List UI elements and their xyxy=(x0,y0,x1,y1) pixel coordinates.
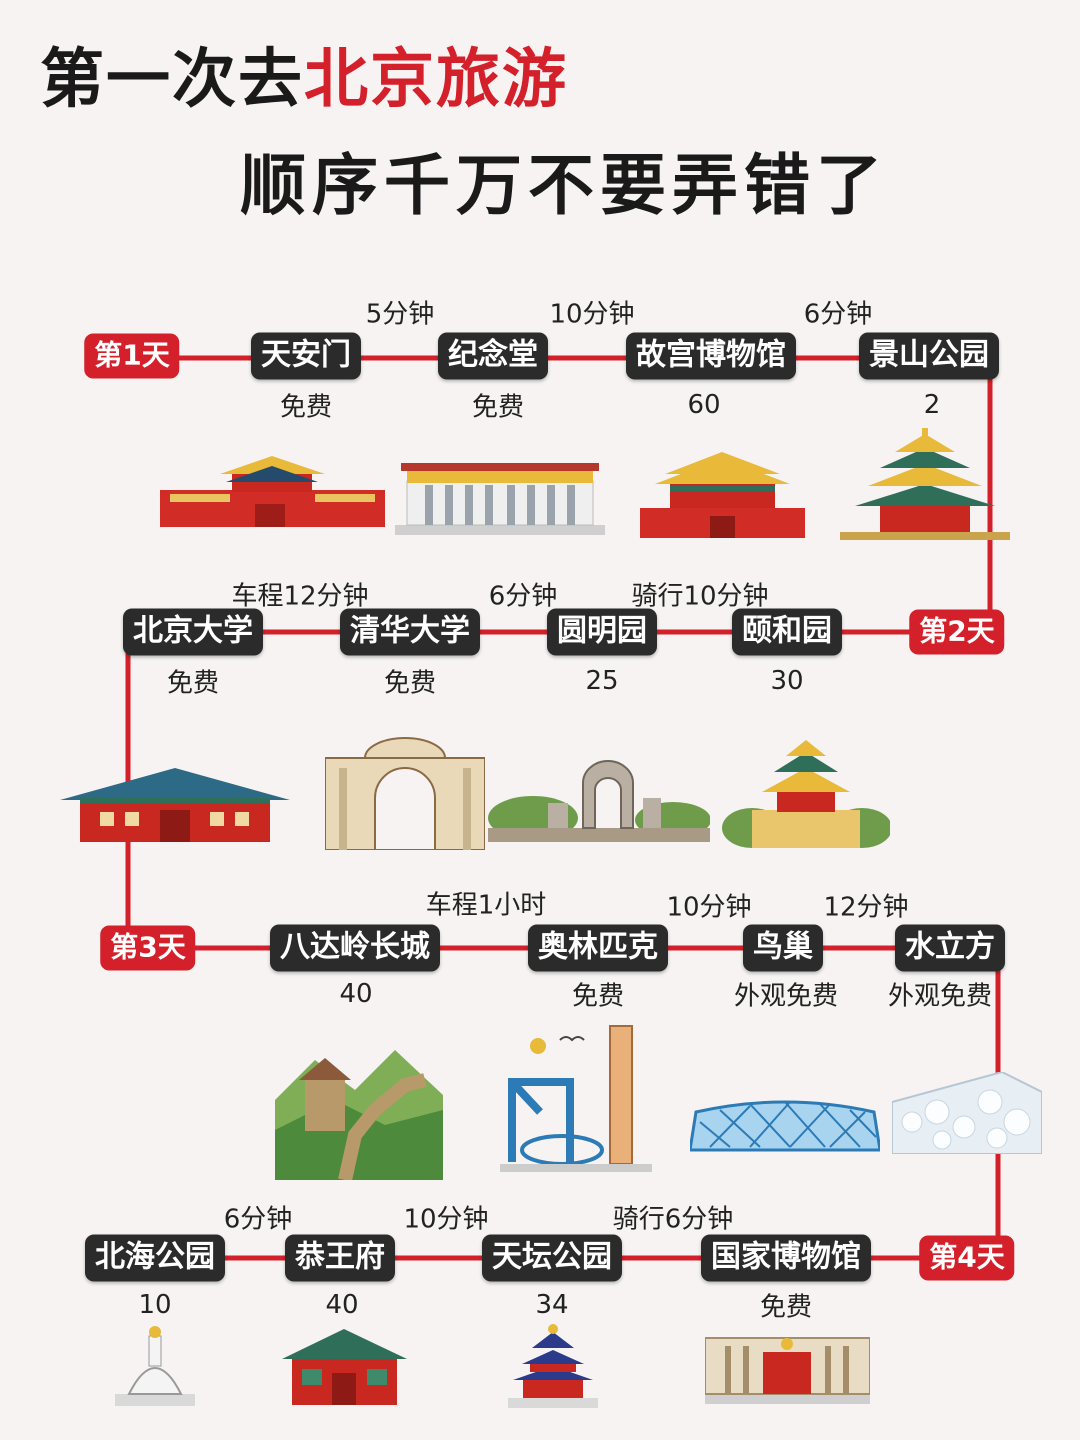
travel-time: 5分钟 xyxy=(365,299,435,330)
title-line-1: 第一次去北京旅游 xyxy=(40,28,568,120)
travel-time: 10分钟 xyxy=(666,892,752,923)
stop-memorial-hall[interactable]: 纪念堂 xyxy=(438,332,548,380)
travel-time: 骑行6分钟 xyxy=(612,1204,734,1235)
national-museum-icon xyxy=(705,1337,870,1404)
memorial-hall-icon xyxy=(395,463,605,535)
ticket-price: 免费 xyxy=(279,392,333,423)
ticket-price: 免费 xyxy=(383,668,437,699)
day-badge-3: 第3天 xyxy=(100,925,196,971)
peking-university-gate-icon xyxy=(60,768,290,842)
stop-palace-museum[interactable]: 故宫博物馆 xyxy=(626,332,796,380)
ticket-price: 34 xyxy=(535,1290,569,1320)
travel-time: 10分钟 xyxy=(403,1204,489,1235)
title-highlight: 北京旅游 xyxy=(304,43,568,117)
forbidden-city-icon xyxy=(640,452,805,538)
ticket-price: 免费 xyxy=(571,981,625,1012)
ticket-price: 40 xyxy=(339,979,373,1009)
ticket-price: 免费 xyxy=(471,392,525,423)
stop-water-cube[interactable]: 水立方 xyxy=(895,924,1005,972)
summer-palace-icon xyxy=(722,740,890,848)
tiananmen-gate-icon xyxy=(160,456,385,527)
ticket-price: 40 xyxy=(325,1290,359,1320)
ticket-price: 免费 xyxy=(166,668,220,699)
ticket-price: 外观免费 xyxy=(887,981,993,1012)
prince-gong-mansion-icon xyxy=(282,1329,407,1405)
great-wall-icon xyxy=(275,1050,443,1180)
travel-time: 车程12分钟 xyxy=(231,581,369,612)
stop-birds-nest[interactable]: 鸟巢 xyxy=(743,924,823,972)
stop-prince-gong-mansion[interactable]: 恭王府 xyxy=(285,1234,395,1282)
ticket-price: 免费 xyxy=(759,1292,813,1323)
ticket-price: 25 xyxy=(585,666,619,696)
travel-time: 10分钟 xyxy=(549,299,635,330)
day-badge-4: 第4天 xyxy=(919,1235,1015,1281)
travel-time: 车程1小时 xyxy=(425,890,547,921)
jingshan-pavilion-icon xyxy=(840,428,1010,540)
title-prefix: 第一次去 xyxy=(40,43,304,117)
travel-time: 6分钟 xyxy=(488,581,558,612)
travel-time: 骑行10分钟 xyxy=(631,581,769,612)
tsinghua-gate-icon xyxy=(325,737,485,850)
stop-jingshan-park[interactable]: 景山公园 xyxy=(859,332,999,380)
stop-peking-university[interactable]: 北京大学 xyxy=(123,608,263,656)
stop-olympic-park[interactable]: 奥林匹克 xyxy=(528,924,668,972)
stop-tiananmen[interactable]: 天安门 xyxy=(251,332,361,380)
travel-time: 6分钟 xyxy=(223,1204,293,1235)
stop-yuanmingyuan[interactable]: 圆明园 xyxy=(547,608,657,656)
yuanmingyuan-ruins-icon xyxy=(488,760,710,842)
travel-time: 6分钟 xyxy=(803,299,873,330)
stop-badaling-great-wall[interactable]: 八达岭长城 xyxy=(270,924,440,972)
stop-temple-of-heaven[interactable]: 天坛公园 xyxy=(482,1234,622,1282)
travel-time: 12分钟 xyxy=(823,892,909,923)
water-cube-icon xyxy=(892,1072,1042,1154)
title-line-2: 顺序千万不要弄错了 xyxy=(240,147,888,224)
olympic-park-icon xyxy=(500,1025,652,1172)
day-badge-2: 第2天 xyxy=(909,609,1005,655)
day-badge-1: 第1天 xyxy=(84,333,180,379)
white-dagoba-icon xyxy=(115,1326,195,1406)
stop-national-museum[interactable]: 国家博物馆 xyxy=(701,1234,871,1282)
temple-of-heaven-icon xyxy=(508,1324,598,1408)
stop-beihai-park[interactable]: 北海公园 xyxy=(85,1234,225,1282)
ticket-price: 10 xyxy=(138,1290,172,1320)
stop-summer-palace[interactable]: 颐和园 xyxy=(732,608,842,656)
ticket-price: 60 xyxy=(687,390,721,420)
ticket-price: 30 xyxy=(770,666,804,696)
ticket-price: 2 xyxy=(923,390,941,420)
birds-nest-icon xyxy=(690,1100,880,1152)
stop-tsinghua-university[interactable]: 清华大学 xyxy=(340,608,480,656)
ticket-price: 外观免费 xyxy=(733,981,839,1012)
